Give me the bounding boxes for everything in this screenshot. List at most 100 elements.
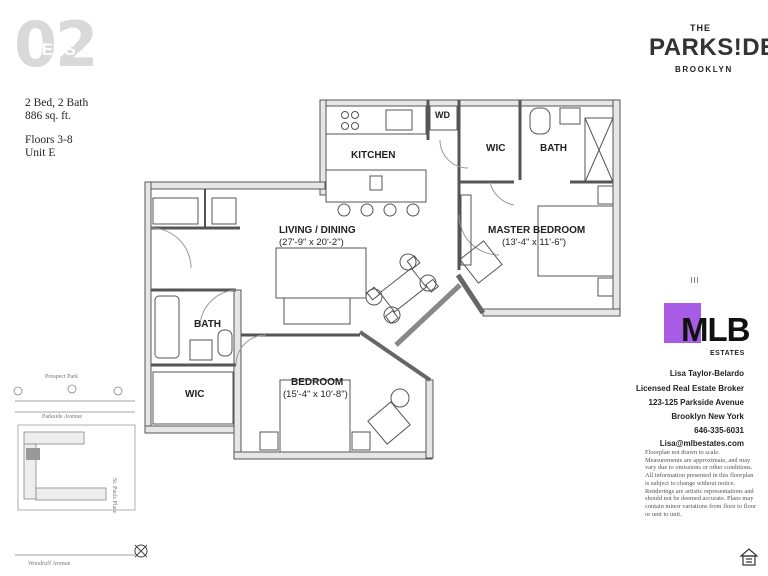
door-entry — [150, 227, 192, 269]
kitchen-counter — [325, 105, 427, 135]
island-sink — [369, 175, 383, 191]
room-wic-master: WIC — [486, 143, 506, 154]
room-bath-master: BATH — [540, 143, 568, 154]
washer-dryer — [429, 105, 458, 131]
sofa — [283, 297, 351, 325]
bar-stool — [337, 203, 351, 217]
wall-bed-right — [425, 379, 434, 459]
decorative-dots — [691, 277, 698, 283]
wall-top — [321, 99, 621, 107]
tree-icon — [13, 386, 23, 396]
armchair-master — [459, 240, 503, 284]
broker-logo-box — [664, 303, 701, 343]
room-bedroom: BEDROOM — [291, 377, 344, 388]
dining-chair — [383, 306, 401, 324]
door-bath — [199, 289, 237, 326]
bedroom-bed — [279, 379, 351, 453]
keyplan-east-street: St. Pauls Place — [111, 478, 117, 514]
building-logo-sub: BROOKLYN — [675, 65, 733, 74]
nightstand — [597, 277, 614, 297]
block-outline — [17, 424, 136, 511]
building-wing — [35, 487, 107, 501]
broker-logo: MLB — [681, 311, 750, 348]
bar-stool — [383, 203, 397, 217]
dining-chair — [384, 310, 399, 325]
room-bedroom-dim: (15'-4" x 10'-8") — [283, 389, 348, 400]
wall-right — [612, 99, 621, 316]
room-bath: BATH — [194, 319, 222, 330]
kitchen-island — [325, 169, 427, 203]
keyplan-north-street: Parkside Avenue — [42, 414, 83, 420]
toilet-master — [529, 107, 551, 135]
closet-entry — [152, 197, 199, 225]
bar-stool — [406, 203, 420, 217]
disclaimer: Floorplan not drawn to scale. Measuremen… — [645, 449, 757, 518]
building-wing — [23, 431, 85, 445]
room-living-dim: (27'-9" x 20'-2") — [279, 237, 344, 248]
dining-table — [379, 267, 427, 313]
dining-set — [366, 255, 440, 325]
wic-second — [152, 371, 234, 425]
building-logo-the: THE — [690, 23, 711, 33]
nightstand — [259, 431, 279, 451]
door-bedroom — [235, 334, 267, 366]
room-wd: WD — [435, 110, 450, 120]
broker-logo-sub: ESTATES — [710, 350, 745, 357]
room-wic: WIC — [185, 389, 205, 400]
wall-master-bottom — [482, 308, 621, 317]
shower-master — [584, 117, 614, 183]
bar-stool — [360, 203, 374, 217]
compass-icon — [134, 544, 148, 558]
stove-burner — [341, 122, 349, 130]
rug — [275, 247, 367, 299]
armchair-bedroom — [367, 401, 411, 445]
agent-name: Lisa Taylor-Belardo — [669, 369, 744, 378]
tree-icon — [113, 386, 123, 396]
keyplan — [13, 384, 136, 556]
shower-drain-line — [584, 117, 614, 183]
door-wic-master — [489, 181, 515, 206]
dining-chair — [399, 253, 417, 271]
nightstand — [597, 185, 614, 205]
unit-label: Unit E — [25, 147, 56, 159]
toilet — [217, 329, 233, 357]
sink-master — [559, 107, 581, 125]
building-logo-name: PARKS!DE — [649, 34, 768, 61]
agent-title: Licensed Real Estate Broker — [635, 384, 744, 393]
bathtub — [154, 295, 180, 359]
unit-floors: Floors 3-8 — [25, 134, 73, 146]
room-master-dim: (13'-4" x 11'-6") — [502, 237, 567, 248]
master-bed — [537, 205, 614, 277]
room-kitchen: KITCHEN — [351, 150, 396, 161]
wall-living-top — [144, 181, 326, 190]
equal-housing-icon — [739, 548, 759, 566]
exterior-walls — [144, 99, 621, 460]
wall-diagonal-window — [394, 283, 462, 347]
agent-email[interactable]: Lisa@mlbestates.com — [659, 439, 744, 448]
wall-diagonal-bedroom — [358, 330, 432, 382]
unit-number: 02 — [14, 8, 98, 81]
stove-burner — [351, 111, 359, 119]
agent-address: 123-125 Parkside Avenue — [648, 398, 744, 407]
dining-chair — [365, 288, 383, 306]
wall-diagonal-master — [455, 273, 486, 315]
tree-icon — [67, 384, 77, 394]
dining-chair — [419, 274, 437, 292]
room-living: LIVING / DINING — [279, 225, 356, 236]
door-wd — [439, 139, 469, 169]
wall-kitchen-left — [319, 99, 327, 196]
wall-bottom-left — [144, 425, 241, 434]
agent-phone[interactable]: 646-335-6031 — [694, 426, 744, 435]
unit-highlight — [26, 448, 40, 460]
wall-left — [144, 181, 152, 433]
kitchen-sink — [385, 109, 413, 131]
wall-bed-left — [233, 289, 242, 459]
agent-city: Brooklyn New York — [671, 412, 744, 421]
wall-bed-bottom — [233, 451, 433, 460]
room-master: MASTER BEDROOM — [488, 225, 586, 236]
dresser-master — [460, 194, 472, 266]
keyplan-park: Prospect Park — [45, 374, 79, 380]
closet-small — [211, 197, 237, 225]
unit-spec-beds-baths: 2 Bed, 2 Bath — [25, 97, 89, 109]
